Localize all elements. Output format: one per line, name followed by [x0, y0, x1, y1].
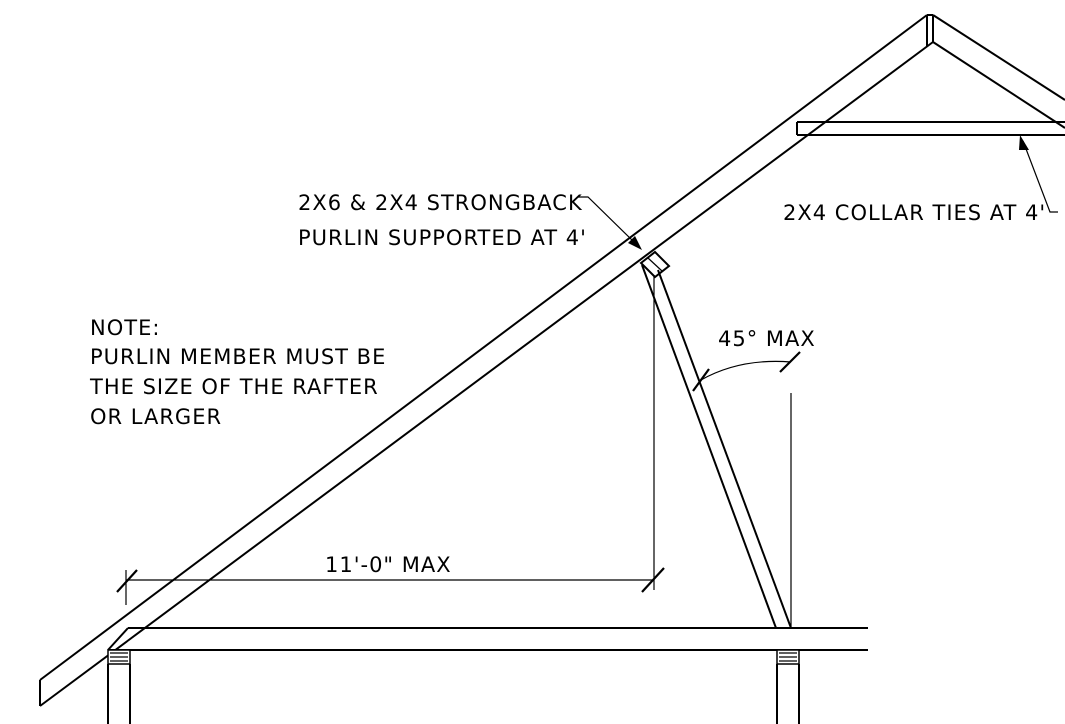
note-title: NOTE:: [90, 316, 160, 340]
right-wall-stud: [776, 664, 800, 724]
span-label: 11'-0" MAX: [325, 553, 452, 577]
note-line3: OR LARGER: [90, 405, 222, 429]
purlin-leader: [578, 196, 642, 250]
left-top-plate: [107, 649, 131, 665]
left-wall-stud: [107, 664, 131, 724]
note-line1: PURLIN MEMBER MUST BE: [90, 345, 386, 369]
purlin-label-line1: 2X6 & 2X4 STRONGBACK: [298, 191, 583, 215]
purlin-strongback: [639, 250, 671, 279]
left-rafter: [39, 14, 934, 707]
note-line2: THE SIZE OF THE RAFTER: [89, 375, 379, 399]
ceiling-joist: [107, 627, 868, 651]
angle-dimension: [692, 351, 801, 392]
angle-label: 45° MAX: [718, 327, 816, 351]
collar-tie-leader: [1019, 135, 1058, 213]
right-rafter: [932, 14, 1065, 129]
ridge: [926, 14, 934, 46]
span-dimension: [116, 567, 665, 605]
collar-tie: [796, 121, 1065, 136]
purlin-label-line2: PURLIN SUPPORTED AT 4': [298, 226, 587, 250]
purlin-brace: [641, 264, 792, 629]
collar-ties-label: 2X4 COLLAR TIES AT 4': [783, 201, 1046, 225]
right-top-plate: [776, 649, 800, 665]
